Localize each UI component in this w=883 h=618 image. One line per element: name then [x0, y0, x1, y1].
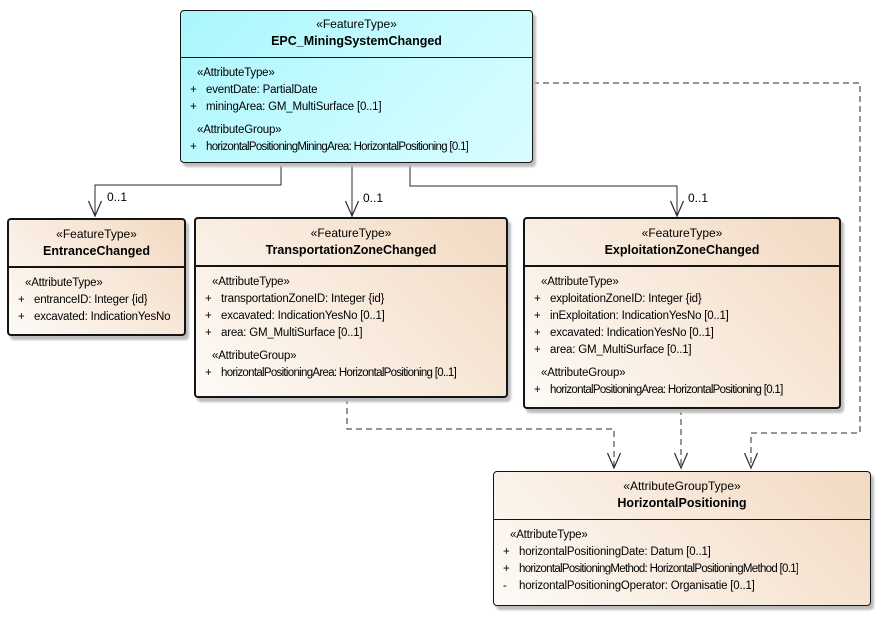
attribute-row: + horizontalPositioningMethod: Horizontal…	[500, 561, 866, 578]
visibility-marker: +	[205, 310, 212, 322]
stereotype-header: «AttributeGroup»	[541, 367, 626, 379]
arrowhead-icon	[673, 452, 689, 470]
attribute-row: + horizontalPositioningMiningArea: Horizo…	[187, 139, 528, 156]
attribute-text: miningArea: GM_MultiSurface [0..1]	[206, 101, 382, 113]
class-name: TransportationZoneChanged	[265, 243, 437, 257]
visibility-marker: +	[534, 327, 541, 339]
attribute-text: area: GM_MultiSurface [0..1]	[221, 327, 363, 339]
attribute-row: + excavated: IndicationYesNo [0..1]	[531, 325, 835, 342]
class-stereotype: «FeatureType»	[56, 227, 137, 241]
stereotype-header: «AttributeType»	[212, 276, 290, 288]
arrowhead-icon	[743, 452, 759, 470]
connector-epc-exploitation	[409, 163, 678, 215]
class-header: «AttributeGroupType» HorizontalPositioni…	[494, 472, 870, 520]
visibility-marker: +	[503, 546, 510, 558]
class-header: «FeatureType» TransportationZoneChanged	[196, 219, 506, 267]
multiplicity-label: 0..1	[107, 190, 128, 204]
class-header: «FeatureType» EntranceChanged	[9, 220, 184, 268]
visibility-marker: +	[534, 310, 541, 322]
stereotype-header: «AttributeType»	[197, 67, 275, 79]
attribute-row: + area: GM_MultiSurface [0..1]	[202, 325, 502, 342]
arrowhead-icon	[344, 200, 360, 218]
class-attribute-compartment: «AttributeType» + horizontalPositioningDa…	[494, 520, 870, 595]
class-attribute-compartment: «AttributeType» + exploitationZoneID: Int…	[525, 267, 839, 399]
attribute-text: inExploitation: IndicationYesNo [0..1]	[550, 310, 729, 322]
attribute-row: + excavated: IndicationYesNo [0..1]	[202, 308, 502, 325]
attribute-text: horizontalPositioningArea: HorizontalPos…	[221, 367, 457, 379]
attribute-text: horizontalPositioningMiningArea: Horizon…	[206, 141, 469, 153]
class-stereotype: «FeatureType»	[310, 226, 392, 240]
visibility-marker: +	[190, 101, 197, 113]
attribute-text: horizontalPositioningDate: Datum [0..1]	[519, 546, 711, 558]
class-name: EntranceChanged	[43, 244, 150, 258]
visibility-marker: +	[18, 311, 25, 323]
class-stereotype: «FeatureType»	[641, 226, 723, 240]
attribute-text: eventDate: PartialDate	[206, 84, 318, 96]
attribute-row: + horizontalPositioningArea: HorizontalPo…	[531, 382, 835, 399]
attribute-row: + exploitationZoneID: Integer {id}	[531, 291, 835, 308]
class-name: ExploitationZoneChanged	[604, 243, 760, 257]
stereotype-header: «AttributeType»	[541, 276, 619, 288]
stereotype-header: «AttributeGroup»	[197, 124, 282, 136]
attribute-text: horizontalPositioningOperator: Organisat…	[519, 580, 755, 592]
attribute-row: + horizontalPositioningDate: Datum [0..1]	[500, 544, 866, 561]
visibility-marker: +	[190, 84, 197, 96]
class-horizontal-positioning[interactable]: «AttributeGroupType» HorizontalPositioni…	[493, 471, 871, 606]
attribute-text: horizontalPositioningMethod: HorizontalP…	[519, 563, 799, 575]
class-exploitation-zone-changed[interactable]: «FeatureType» ExploitationZoneChanged «A…	[523, 217, 841, 409]
visibility-marker: +	[503, 563, 510, 575]
class-stereotype: «FeatureType»	[316, 17, 397, 31]
connector-epc-entrance	[94, 163, 282, 215]
attribute-row: + eventDate: PartialDate	[187, 82, 528, 99]
attribute-text: area: GM_MultiSurface [0..1]	[550, 344, 692, 356]
stereotype-header: «AttributeGroup»	[212, 350, 297, 362]
stereotype-header: «AttributeType»	[510, 529, 588, 541]
arrowhead-icon	[87, 200, 103, 218]
multiplicity-label: 0..1	[688, 191, 709, 205]
attribute-row: -horizontalPositioningOperator: Organisa…	[500, 578, 866, 595]
connector-transportation-horizontal	[346, 398, 615, 467]
attribute-text: horizontalPositioningArea: HorizontalPos…	[550, 384, 783, 396]
class-epc-mining-system-changed[interactable]: «FeatureType» EPC_MiningSystemChanged «A…	[180, 10, 533, 163]
attribute-text: entranceID: Integer {id}	[34, 294, 148, 306]
attribute-row: + excavated: IndicationYesNo	[15, 309, 180, 326]
attribute-row: + horizontalPositioningArea: HorizontalPo…	[202, 365, 502, 382]
visibility-marker: -	[503, 580, 507, 592]
class-attribute-compartment: «AttributeType» + entranceID: Integer {id…	[9, 268, 184, 326]
visibility-marker: +	[205, 327, 212, 339]
attribute-text: exploitationZoneID: Integer {id}	[550, 293, 702, 305]
attribute-text: excavated: IndicationYesNo [0..1]	[550, 327, 714, 339]
attribute-row: + transportationZoneID: Integer {id}	[202, 291, 502, 308]
stereotype-header: «AttributeType»	[25, 277, 103, 289]
class-name: HorizontalPositioning	[617, 496, 747, 510]
class-entrance-changed[interactable]: «FeatureType» EntranceChanged «Attribute…	[7, 218, 186, 336]
attribute-row: + inExploitation: IndicationYesNo [0..1]	[531, 308, 835, 325]
visibility-marker: +	[18, 294, 25, 306]
attribute-row: + area: GM_MultiSurface [0..1]	[531, 342, 835, 359]
class-header: «FeatureType» ExploitationZoneChanged	[525, 219, 839, 267]
attribute-text: excavated: IndicationYesNo	[34, 311, 171, 323]
arrowhead-icon	[669, 200, 685, 218]
visibility-marker: +	[534, 293, 541, 305]
attribute-row: + entranceID: Integer {id}	[15, 292, 180, 309]
attribute-text: transportationZoneID: Integer {id}	[221, 293, 385, 305]
visibility-marker: +	[534, 344, 541, 356]
class-stereotype: «AttributeGroupType»	[623, 479, 741, 493]
class-header: «FeatureType» EPC_MiningSystemChanged	[181, 11, 532, 58]
class-attribute-compartment: «AttributeType» +eventDate: PartialDate …	[181, 58, 532, 156]
visibility-marker: +	[534, 384, 541, 396]
visibility-marker: +	[205, 367, 212, 379]
arrowhead-icon	[606, 452, 622, 470]
multiplicity-label: 0..1	[363, 191, 384, 205]
attribute-text: excavated: IndicationYesNo [0..1]	[221, 310, 385, 322]
visibility-marker: +	[205, 293, 212, 305]
class-name: EPC_MiningSystemChanged	[271, 34, 442, 48]
class-transportation-zone-changed[interactable]: «FeatureType» TransportationZoneChanged …	[194, 217, 508, 398]
visibility-marker: +	[190, 141, 197, 153]
class-attribute-compartment: «AttributeType» + transportationZoneID: I…	[196, 267, 506, 382]
attribute-row: + miningArea: GM_MultiSurface [0..1]	[187, 99, 528, 116]
